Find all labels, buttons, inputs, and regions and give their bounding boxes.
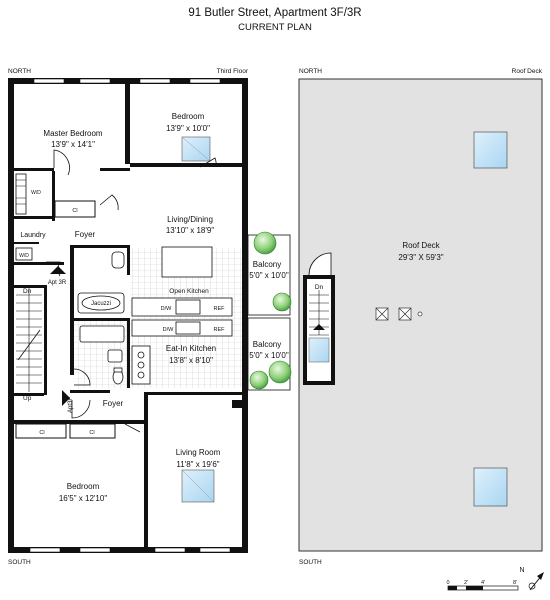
foyer-top-label: Foyer [75, 230, 96, 239]
skylights-left [181, 136, 215, 503]
eat-in-kitchen-name: Eat-In Kitchen [166, 344, 216, 353]
roof-skylights [473, 131, 508, 507]
scale-bar [447, 585, 519, 591]
washer-dryer-2 [15, 247, 33, 261]
compass-label: N [519, 567, 524, 574]
entry-arrow-3f [62, 390, 70, 406]
stair-down-label-right: Dn [315, 284, 324, 291]
entry-arrow-3r [50, 266, 66, 274]
master-bedroom-name: Master Bedroom [43, 129, 102, 138]
south-label-right: SOUTH [299, 559, 322, 566]
north-label-left: NORTH [8, 68, 31, 75]
south-label-left: SOUTH [8, 559, 31, 566]
wd-label-1: W/D [31, 190, 41, 196]
third-floor-label: Third Floor [217, 68, 249, 75]
wd-label-2: W/D [19, 253, 29, 259]
dw-label-2: D/W [163, 327, 175, 333]
stair-up-label-left: Up [23, 395, 32, 402]
master-bedroom-dims: 13'9" x 14'1" [51, 140, 95, 149]
living-dining-dims: 13'10" x 18'9" [166, 226, 214, 235]
kitchen-fixtures [131, 246, 233, 385]
roof-deck-dims: 29'3" X 59'3" [398, 253, 443, 262]
balcony-2-dims: 5'0" x 10'0" [249, 351, 289, 360]
dw-label-1: D/W [161, 306, 173, 312]
stair-bulkhead [303, 252, 335, 385]
living-room-dims: 11'8" x 19'6" [176, 460, 219, 469]
apt-3r-label: Apt 3R [48, 280, 67, 286]
stair-left [16, 288, 42, 392]
stair-down-label-left: Dn [23, 288, 32, 295]
foyer-bottom-label: Foyer [103, 399, 124, 408]
scale-tick-8: 8' [513, 580, 517, 586]
eat-in-kitchen-dims: 13'8" x 8'10" [169, 356, 213, 365]
closet-label-2: Cl [39, 430, 44, 436]
roof-vents [375, 307, 423, 321]
balcony-2-name: Balcony [253, 340, 281, 349]
closet-label-3: Cl [89, 430, 94, 436]
washer-dryer-1 [15, 173, 27, 215]
jacuzzi-label: Jacuzzi [91, 301, 111, 307]
bedroom-north-dims: 13'9" x 10'0" [166, 124, 210, 133]
open-kitchen-label: Open Kitchen [169, 288, 209, 295]
plan-subtitle: CURRENT PLAN [238, 22, 312, 33]
scale-tick-0: 0 [446, 580, 449, 586]
interior-walls [14, 84, 242, 547]
laundry-label: Laundry [20, 232, 46, 239]
apt-3f-label: Apt3F [68, 397, 74, 413]
ref-label-1: REF [214, 306, 226, 312]
balcony-1-name: Balcony [253, 260, 281, 269]
bedroom-south-name: Bedroom [67, 482, 100, 491]
exterior-walls [8, 78, 248, 553]
roof-deck-corner-label: Roof Deck [512, 68, 543, 75]
bath-fixtures [77, 251, 125, 385]
living-room-name: Living Room [176, 448, 221, 457]
compass-arrow-icon [528, 572, 544, 591]
balcony-1-dims: 5'0" x 10'0" [249, 271, 289, 280]
ref-label-2: REF [214, 327, 226, 333]
north-label-right: NORTH [299, 68, 322, 75]
closet-label-1: Cl [72, 208, 77, 214]
bedroom-south-dims: 16'5" x 12'10" [59, 494, 107, 503]
living-dining-name: Living/Dining [167, 215, 213, 224]
bedroom-north-name: Bedroom [172, 112, 205, 121]
scale-tick-2: 2' [464, 580, 468, 586]
north-windows [29, 78, 231, 553]
roof-deck-name: Roof Deck [402, 241, 440, 250]
scale-tick-4: 4' [481, 580, 485, 586]
closets [15, 200, 116, 439]
balcony-trees [249, 231, 292, 390]
plan-title: 91 Butler Street, Apartment 3F/3R [188, 7, 362, 19]
